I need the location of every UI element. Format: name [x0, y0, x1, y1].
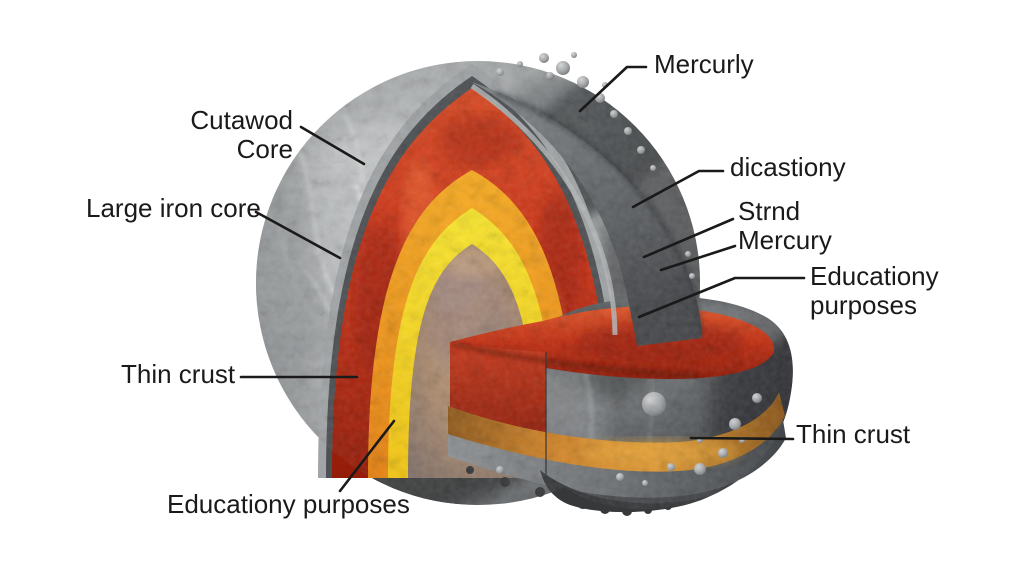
leader-educationy-right: [637, 276, 806, 319]
label-thin-crust-right: Thin crust: [796, 419, 911, 449]
label-thin-crust-left: Thin crust: [121, 359, 236, 389]
leader-cutawod-core: [299, 125, 366, 166]
label-mercurly: Mercurly: [654, 49, 754, 79]
label-dicastiony: dicastiony: [730, 152, 846, 182]
label-strnd-mercury: Strnd Mercury: [738, 196, 832, 255]
label-large-iron-core: Large iron core: [86, 193, 261, 223]
leader-large-iron-core: [254, 210, 342, 260]
leader-strnd-1: [642, 217, 735, 259]
leader-strnd-2: [659, 244, 737, 272]
leader-dicastiony: [631, 169, 725, 209]
leader-lines: [239, 65, 806, 493]
leader-thin-crust-right: [689, 436, 795, 441]
leader-mercurly: [578, 65, 648, 113]
label-cutawod-core: Cutawod Core: [190, 105, 293, 164]
label-educationy-purposes-left: Educationy purposes: [167, 489, 410, 519]
label-educationy-purposes-right: Educationy purposes: [810, 261, 939, 320]
leader-educationy-left: [338, 419, 396, 493]
